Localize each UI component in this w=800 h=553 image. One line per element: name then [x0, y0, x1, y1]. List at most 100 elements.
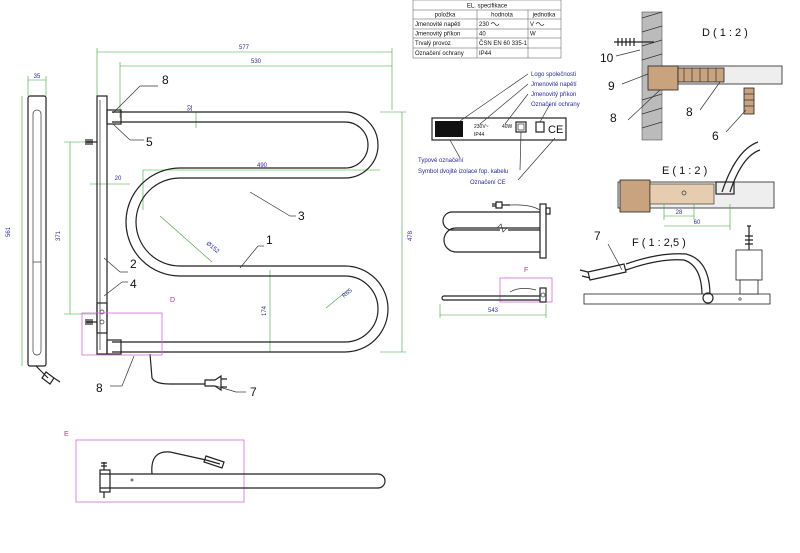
- callout-8-top: 8: [162, 73, 169, 87]
- power-plug-icon: [204, 374, 227, 392]
- detail-d-title: D ( 1 : 2 ): [702, 27, 748, 39]
- detail-e-title: E ( 1 : 2 ): [662, 165, 707, 177]
- detail-d-marker: [81, 312, 163, 356]
- wood-block: [647, 65, 679, 91]
- dim-d152: Ø152: [205, 241, 221, 255]
- fitting-nut: [677, 67, 725, 83]
- note-double-insulation: Symbol dvojité izolace fop. kabelu: [418, 169, 508, 175]
- small-top-view: [442, 201, 551, 259]
- note-power: Jmenovitý příkon: [531, 92, 576, 98]
- detail-d-view: D ( 1 : 2 ) 10 9 8 8 6: [600, 11, 783, 143]
- dim-490: 490: [257, 163, 268, 169]
- callout-7: 7: [250, 385, 257, 399]
- dim-32: 32: [188, 104, 194, 111]
- spec-header-unit: jednotka: [532, 13, 556, 19]
- dim-478: 478: [408, 230, 414, 241]
- detail-f-frame: [499, 277, 553, 303]
- dim-60: 60: [694, 220, 701, 226]
- dim-543: 543: [488, 308, 499, 314]
- f-terminal-base: [739, 279, 759, 295]
- screw-icon: [85, 319, 97, 325]
- small-plug-icon: [492, 201, 510, 209]
- note-logo: Logo společnosti: [531, 72, 576, 78]
- callout-10: 10: [600, 51, 614, 65]
- marker-f: F: [524, 267, 528, 274]
- note-protection: Označení ochrany: [531, 102, 580, 108]
- spec-row-label: Jmenovitý příkon: [415, 32, 460, 38]
- callout-3: 3: [298, 209, 305, 223]
- spec-table-title: EL. specifikace: [467, 4, 508, 10]
- dim-577: 577: [239, 45, 250, 51]
- note-type: Typové označení: [418, 158, 464, 164]
- side-plug-icon: [35, 365, 61, 385]
- callout-7-detail: 7: [594, 229, 601, 243]
- f-bolt-icon: [745, 225, 753, 250]
- anchor-screw-icon: [614, 38, 654, 46]
- plug-icon: [203, 455, 225, 469]
- plug-icon: [579, 263, 627, 281]
- callout-6: 6: [712, 129, 719, 143]
- dim-561: 561: [6, 226, 12, 237]
- cable: [151, 451, 221, 475]
- note-ce: Označení CE: [470, 180, 506, 186]
- bolt-icon: [101, 462, 107, 470]
- heating-element-plug: [743, 87, 755, 115]
- plate-logo: [435, 121, 463, 137]
- plate-voltage: 230V~: [474, 124, 489, 130]
- plate-type-box: [535, 121, 545, 133]
- rating-plate: 230V~ 40W IP44 CE Logo společnosti Jmeno…: [418, 72, 580, 186]
- ac-symbol-icon: [535, 22, 545, 26]
- detail-e-frame: [75, 439, 245, 503]
- detail-e-section: E ( 1 : 2 ) 28 60: [617, 141, 775, 230]
- spec-row-label: Označení ochrany: [415, 51, 464, 57]
- spec-row-value: 230: [479, 22, 490, 28]
- callout-8-bottom: 8: [96, 381, 103, 395]
- ce-icon: CE: [548, 124, 563, 136]
- callout-2: 2: [130, 257, 137, 271]
- junction-box: [96, 302, 108, 334]
- marker-d: D: [170, 297, 175, 304]
- front-view: 577 530 32 490 20 371 478 174 Ø152 R65: [56, 45, 414, 392]
- spec-row-value: 40: [479, 32, 486, 38]
- spec-row-label: Jmenovité napětí: [415, 22, 461, 28]
- note-voltage: Jmenovité napětí: [531, 82, 577, 88]
- double-insulation-icon: [515, 121, 527, 133]
- spec-row-value: ČSN EN 60 335-1: [479, 40, 528, 47]
- cable-gland: [702, 292, 714, 304]
- callout-8-fitting: 8: [686, 105, 693, 119]
- dim-371: 371: [56, 230, 62, 241]
- spec-row-label: Trvalý provoz: [415, 41, 451, 47]
- screw-icon: [85, 139, 97, 145]
- dim-20: 20: [115, 176, 122, 182]
- detail-e-view: E: [64, 431, 386, 503]
- spec-row-unit: W: [530, 32, 536, 38]
- dim-174: 174: [262, 305, 268, 316]
- spec-table: EL. specifikace položka hodnota jednotka…: [412, 0, 562, 59]
- spec-header-item: položka: [435, 13, 456, 19]
- power-cable: [149, 353, 205, 385]
- dim-r65: R65: [341, 287, 354, 299]
- f-rail: [583, 293, 771, 305]
- e-wood-block: [619, 179, 651, 213]
- spec-row-value: IP44: [479, 51, 492, 57]
- f-terminal: [735, 249, 763, 281]
- callouts-main: 8 5 3 1 2 4 8 7: [96, 73, 305, 399]
- callout-4: 4: [130, 277, 137, 291]
- dim-530: 530: [251, 59, 262, 65]
- ac-symbol-icon: [490, 22, 500, 26]
- callout-5: 5: [146, 135, 153, 149]
- side-view: 35 561: [6, 74, 61, 385]
- spec-header-value: hodnota: [491, 13, 513, 19]
- callout-8-detail: 8: [610, 111, 617, 125]
- marker-e: E: [64, 431, 69, 438]
- callout-1: 1: [266, 233, 273, 247]
- callout-9: 9: [608, 79, 615, 93]
- dim-35: 35: [34, 74, 41, 80]
- spec-row-unit: V: [530, 22, 534, 28]
- plate-protection: IP44: [474, 132, 485, 138]
- heating-tube-inner: [112, 121, 379, 343]
- small-bottom-view: F 543: [439, 267, 553, 318]
- wall-plate: [96, 95, 108, 355]
- dim-28: 28: [676, 210, 683, 216]
